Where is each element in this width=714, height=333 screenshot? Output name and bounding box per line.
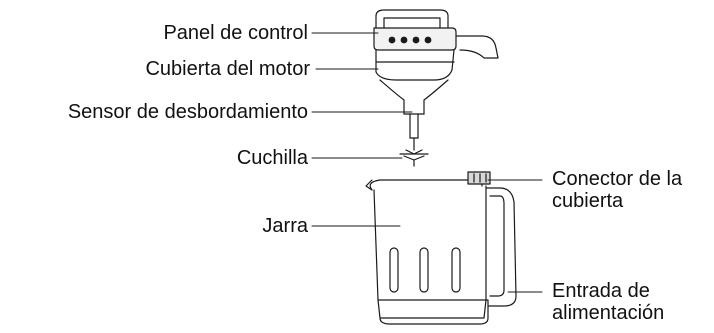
control-button-icon — [424, 36, 432, 44]
motor-handle — [455, 35, 499, 59]
label-blade: Cuchilla — [236, 147, 308, 169]
jug-body — [373, 185, 487, 319]
label-motor-cover: Cubierta del motor — [145, 58, 310, 80]
jug — [365, 171, 517, 325]
control-buttons — [388, 36, 432, 44]
label-power-inlet-line1: Entrada de — [552, 280, 650, 302]
blade — [399, 149, 429, 167]
label-jug: Jarra — [262, 215, 308, 237]
label-cover-connector-line1: Conector de la — [552, 168, 683, 190]
motor-cover-body — [375, 49, 455, 81]
jug-window — [419, 247, 429, 293]
label-cover-connector-line2: cubierta — [552, 190, 624, 212]
jug-spout — [365, 179, 373, 191]
label-cover-connector: Conector de la cubierta — [552, 168, 712, 212]
jug-base — [377, 299, 489, 325]
control-button-icon — [400, 36, 408, 44]
label-control-panel: Panel de control — [163, 22, 308, 44]
jug-rim — [369, 179, 483, 191]
label-power-inlet-line2: alimentación — [552, 302, 665, 324]
cover-connector-block — [467, 171, 491, 185]
leader-lines — [311, 32, 543, 293]
label-overflow-sensor: Sensor de desbordamiento — [67, 101, 308, 123]
jug-handle — [485, 187, 517, 307]
label-power-inlet: Entrada de alimentación — [552, 280, 712, 324]
jug-window — [389, 247, 399, 293]
control-button-icon — [412, 36, 420, 44]
overflow-sensor — [409, 113, 419, 151]
control-button-icon — [388, 36, 396, 44]
jug-window — [451, 247, 461, 293]
motor-head — [373, 9, 499, 115]
